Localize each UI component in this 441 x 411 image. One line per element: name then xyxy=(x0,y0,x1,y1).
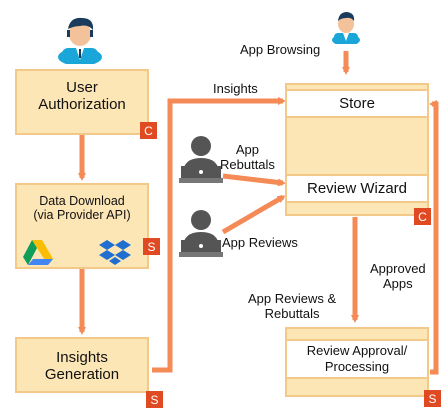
label-insights: Insights xyxy=(213,81,258,96)
label-app-rebuttals: App Rebuttals xyxy=(220,142,275,172)
laptop-user-icon xyxy=(179,136,223,183)
user-authorization-label: User Authorization xyxy=(38,79,126,114)
badge-insights-generation: S xyxy=(146,391,163,408)
badge-review-approval: S xyxy=(424,390,441,407)
user-avatar-icon xyxy=(332,12,360,44)
dropbox-icon xyxy=(99,240,131,265)
arrow-reviews-to-wizard xyxy=(221,194,286,235)
arrow-rebuttals-to-wizard xyxy=(222,173,286,187)
google-drive-icon xyxy=(23,240,53,265)
review-approval-box: Review Approval/ Processing xyxy=(285,339,429,379)
review-wizard-box: Review Wizard xyxy=(285,174,429,203)
data-download-label: Data Download (via Provider API) xyxy=(33,194,131,223)
insights-generation-box: Insights Generation xyxy=(15,337,149,393)
store-box: Store xyxy=(285,89,429,118)
insights-generation-label: Insights Generation xyxy=(44,349,120,384)
developer-avatar-icon xyxy=(58,17,102,64)
label-app-reviews-rebuttals: App Reviews & Rebuttals xyxy=(248,291,337,321)
badge-review-wizard: C xyxy=(414,208,431,225)
arrow-insights-to-store xyxy=(152,97,286,373)
badge-user-authorization: C xyxy=(140,122,157,139)
label-approved-apps: Approved Apps xyxy=(370,261,426,291)
laptop-user-icon xyxy=(179,210,223,257)
arrow-approval-to-store xyxy=(429,100,439,375)
user-authorization-box: User Authorization xyxy=(15,69,149,135)
label-app-reviews: App Reviews xyxy=(222,235,298,250)
label-app-browsing: App Browsing xyxy=(240,42,321,57)
badge-data-download: S xyxy=(143,238,160,255)
